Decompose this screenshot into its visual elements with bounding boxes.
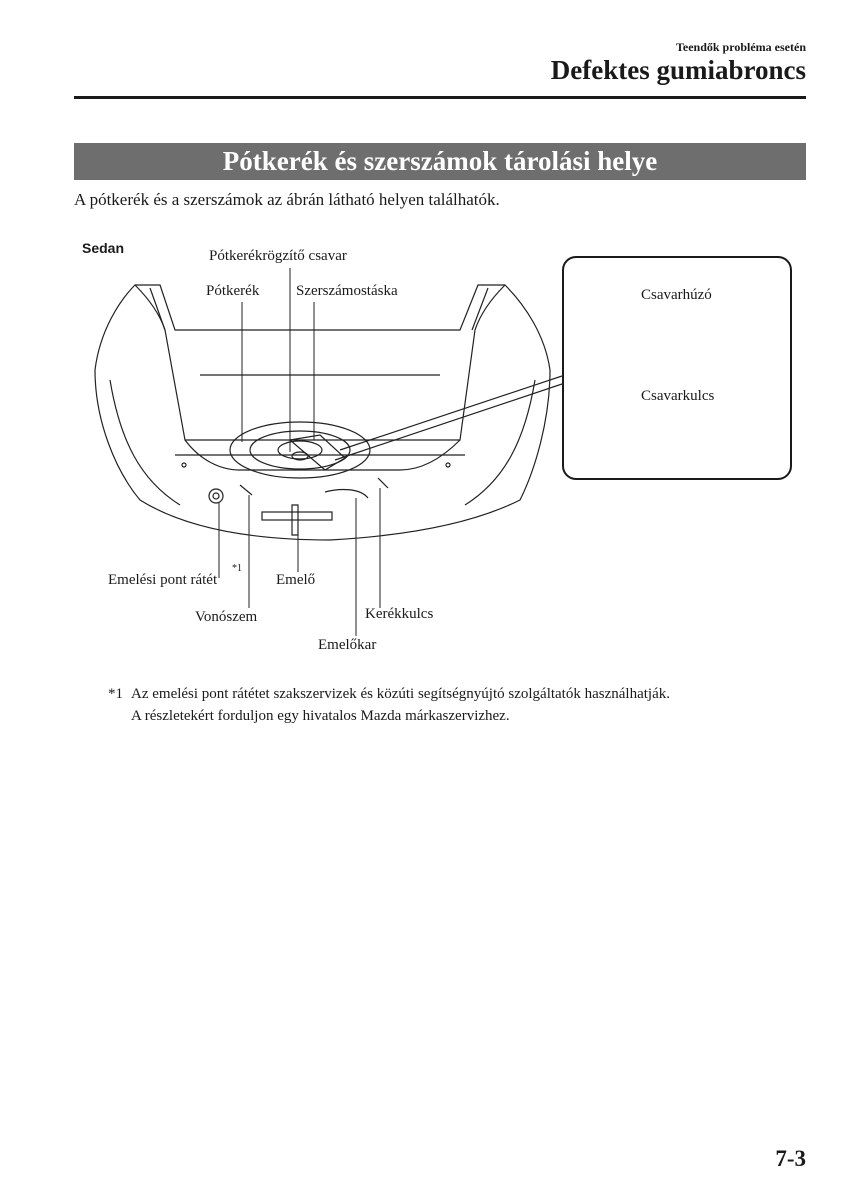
intro-paragraph: A pótkerék és a szerszámok az ábrán láth… <box>74 190 500 209</box>
header-divider <box>74 96 806 99</box>
chapter-title: Teendők probléma esetén <box>675 40 806 54</box>
footnote-line-2: A részletekért forduljon egy hivatalos M… <box>131 708 510 724</box>
inset-label-wrench: Csavarkulcs <box>641 388 715 404</box>
callout-jack-pad: Emelési pont rátét <box>108 572 218 588</box>
section-heading: Pótkerék és szerszámok tárolási helye <box>74 143 806 180</box>
callout-tow-hook: Vonószem <box>195 609 258 625</box>
tool-inset-box <box>562 256 792 480</box>
page-number: 7-3 <box>775 1146 806 1171</box>
footnote-line-1: Az emelési pont rátétet szakszervizek és… <box>131 686 670 702</box>
jack-pad-footnote-mark: *1 <box>232 563 242 574</box>
callout-lug-wrench: Kerékkulcs <box>365 606 434 622</box>
callout-spare-bolt: Pótkerékrögzítő csavar <box>209 248 347 264</box>
footnote-mark: *1 <box>108 686 123 702</box>
callout-tool-bag: Szerszámostáska <box>296 283 398 299</box>
inset-label-screwdriver: Csavarhúzó <box>641 287 712 303</box>
callout-jack: Emelő <box>276 572 316 588</box>
callout-spare-tire: Pótkerék <box>206 283 260 299</box>
page-title: Defektes gumiabroncs <box>550 55 806 85</box>
trunk-illustration <box>94 268 719 636</box>
callout-jack-handle: Emelőkar <box>318 637 377 653</box>
figure-label: Sedan <box>82 240 125 256</box>
